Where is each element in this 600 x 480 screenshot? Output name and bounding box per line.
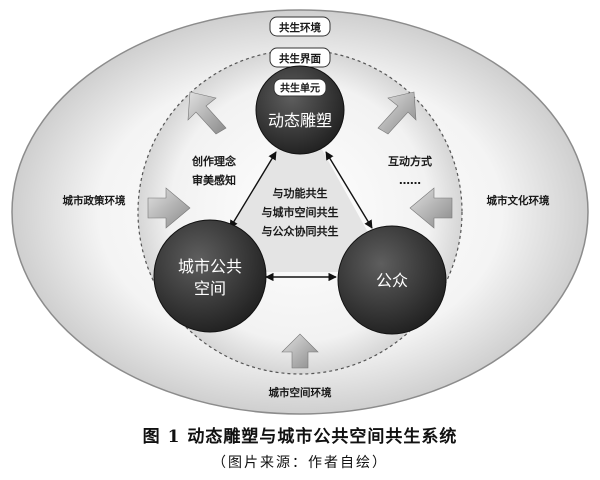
arrow-top-left	[229, 151, 277, 229]
node-urban-public-space	[153, 219, 267, 333]
environment-arrow-bottom	[281, 333, 319, 369]
edge-label-right-line1: 互动方式	[388, 154, 432, 168]
relation-triangle	[205, 110, 390, 272]
edge-label-center-line1: 与功能共生	[273, 186, 328, 200]
arrow-top-right	[325, 151, 373, 229]
node-public	[337, 225, 447, 335]
symbiosis-diagram: 共生环境 共生界面 共生单元 动态雕塑 城市公共 空间 公众 创作理念 审美感知…	[11, 9, 589, 415]
edge-label-left-line2: 审美感知	[192, 173, 236, 187]
node-label-left-line2: 空间	[194, 279, 226, 298]
edge-label-right-line2: ……	[399, 174, 421, 187]
environment-label-right: 城市文化环境	[487, 194, 550, 207]
edge-label-center-line3: 与公众协同共生	[262, 224, 339, 238]
layer-label-outer: 共生环境	[279, 21, 321, 34]
figure-caption: 图 1 动态雕塑与城市公共空间共生系统	[142, 427, 458, 447]
layer-label-middle: 共生界面	[279, 52, 321, 65]
environment-arrow-right	[409, 187, 453, 229]
figure-source: （图片来源：作者自绘）	[212, 455, 388, 471]
environment-arrow-top-right	[377, 91, 417, 135]
layer-box-outer	[269, 16, 331, 37]
environment-arrow-top-left	[187, 91, 227, 135]
node-label-right: 公众	[376, 271, 408, 290]
environment-label-bottom: 城市空间环境	[269, 386, 332, 399]
layer-label-inner: 共生单元	[280, 82, 320, 95]
edge-label-center-line2: 与城市空间共生	[262, 205, 339, 219]
edge-label-left-line1: 创作理念	[191, 154, 237, 168]
environment-arrow-left	[147, 187, 191, 229]
layer-box-inner	[273, 78, 327, 97]
node-label-top: 动态雕塑	[268, 111, 332, 130]
environment-label-left: 城市政策环境	[63, 194, 126, 207]
node-label-left-line1: 城市公共	[178, 257, 242, 276]
